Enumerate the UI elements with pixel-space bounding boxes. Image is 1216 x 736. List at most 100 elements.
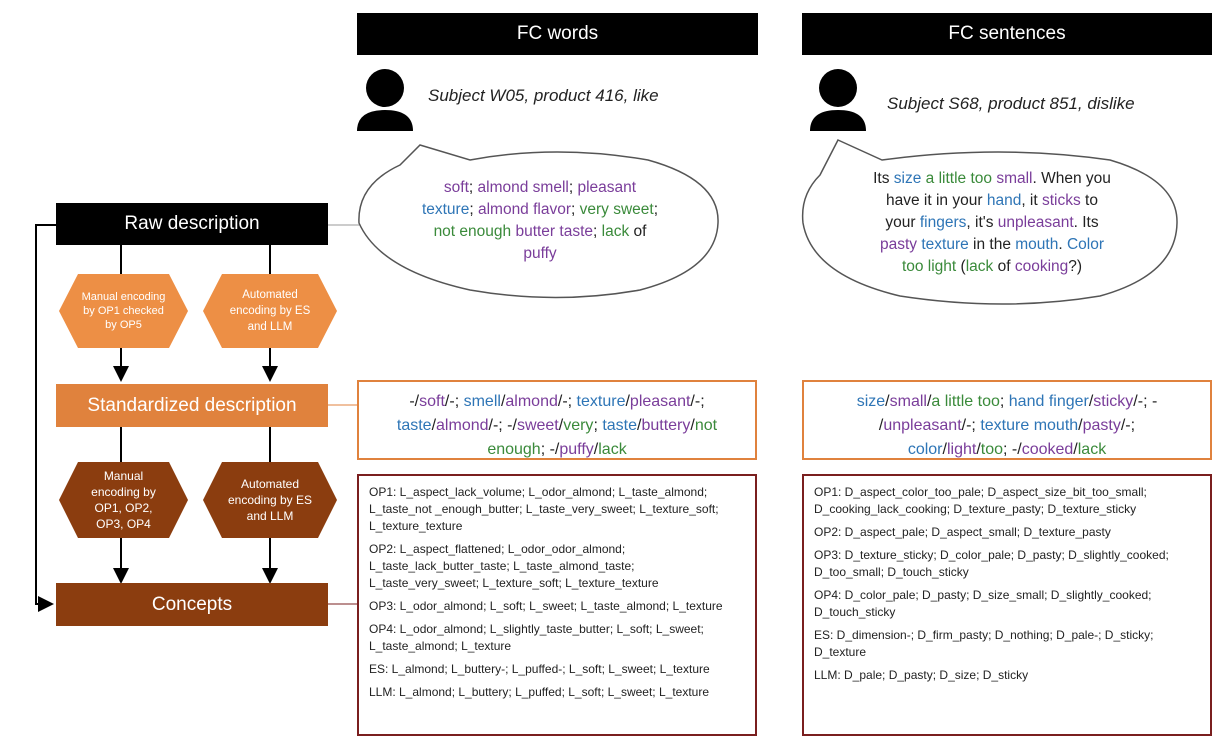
text-segment: cooking: [1014, 258, 1069, 275]
text-line: -/soft/-; smell/almond/-; texture/pleasa…: [369, 390, 745, 414]
text-segment: lack: [601, 223, 630, 240]
text-segment: /-; -: [1133, 393, 1158, 410]
concept-entry: OP3: L_odor_almond; L_soft; L_sweet; L_t…: [369, 599, 723, 613]
hex-auto-1: [203, 274, 337, 348]
text-segment: soft: [443, 179, 469, 196]
concept-entry: OP4: L_odor_almond; L_slightly_taste_but…: [369, 622, 704, 653]
text-line: soft; almond smell; pleasant: [375, 177, 705, 199]
text-segment: pleasant: [629, 393, 691, 410]
concept-entry: LLM: D_pale; D_pasty; D_size; D_sticky: [814, 668, 1029, 682]
text-segment: pasty: [1082, 417, 1121, 434]
text-segment: taste: [396, 417, 432, 434]
person-icon: [810, 69, 866, 131]
text-segment: puffy: [523, 245, 557, 262]
raw-to-concepts-line: [35, 224, 56, 612]
std-box-words: -/soft/-; smell/almond/-; texture/pleasa…: [357, 380, 757, 460]
text-segment: . When you: [1032, 170, 1111, 187]
text-segment: ;: [653, 201, 659, 218]
text-segment: in the: [968, 236, 1016, 253]
text-segment: (: [956, 258, 966, 275]
text-segment: /: [1078, 417, 1083, 434]
standardized-description-box: Standardized description: [56, 384, 328, 427]
text-line: too light (lack of cooking?): [822, 256, 1162, 278]
text-segment: /: [885, 393, 890, 410]
text-segment: mouth: [1015, 236, 1059, 253]
text-segment: /-;: [961, 417, 981, 434]
concept-entry: OP4: D_color_pale; D_pasty; D_size_small…: [814, 588, 1152, 619]
text-segment: not enough: [433, 223, 512, 240]
text-segment: /: [637, 417, 642, 434]
text-line: Its size a little too small. When you: [822, 168, 1162, 190]
text-segment: texture: [921, 236, 969, 253]
text-segment: almond flavor: [477, 201, 572, 218]
text-segment: ;: [571, 201, 580, 218]
text-segment: /: [690, 417, 695, 434]
text-segment: unpleasant: [883, 417, 962, 434]
text-segment: a little too: [925, 170, 993, 187]
text-segment: soft: [419, 393, 445, 410]
text-segment: , it: [1021, 192, 1042, 209]
text-segment: /: [625, 393, 630, 410]
text-segment: puffy: [559, 441, 594, 458]
concept-entry: ES: D_dimension-; D_firm_pasty; D_nothin…: [814, 628, 1154, 659]
hex-manual-2-label: Manual encoding by OP1, OP2, OP3, OP4: [91, 469, 156, 531]
text-segment: /: [500, 393, 506, 410]
concept-entry: ES: L_almond; L_buttery-; L_puffed-; L_s…: [369, 662, 710, 676]
text-segment: . Its: [1073, 214, 1099, 231]
speech-bubble-sentences: [801, 139, 1178, 305]
text-segment: ;: [468, 179, 478, 196]
text-segment: /: [878, 417, 884, 434]
concepts-box-sentences: OP1: D_aspect_color_too_pale; D_aspect_s…: [802, 474, 1212, 736]
concepts-box: Concepts: [56, 583, 328, 626]
text-segment: texture mouth: [980, 417, 1079, 434]
header-fc-words: FC words: [357, 13, 758, 55]
text-segment: ;: [593, 417, 603, 434]
text-segment: almond: [505, 393, 558, 410]
text-segment: pleasant: [577, 179, 637, 196]
bubble-words-text: soft; almond smell; pleasant texture; alm…: [375, 177, 705, 265]
concept-entry: OP1: D_aspect_color_too_pale; D_aspect_s…: [814, 485, 1147, 516]
concept-entry: OP2: D_aspect_pale; D_aspect_small; D_te…: [814, 525, 1111, 539]
text-line: not enough butter taste; lack of: [375, 221, 705, 243]
text-segment: ?): [1068, 258, 1083, 275]
text-segment: buttery: [641, 417, 691, 434]
text-line: your fingers, it's unpleasant. Its: [822, 212, 1162, 234]
text-line: taste/almond/-; -/sweet/very; taste/butt…: [369, 414, 745, 438]
text-segment: small: [889, 393, 927, 410]
standardized-description-label: Standardized description: [87, 394, 297, 416]
concept-entry: LLM: L_almond; L_buttery; L_puffed; L_so…: [369, 685, 710, 699]
text-line: /unpleasant/-; texture mouth/pasty/-;: [814, 414, 1200, 438]
text-line: have it in your hand, it sticks to: [822, 190, 1162, 212]
text-segment: /-;: [444, 393, 464, 410]
text-segment: texture: [421, 201, 470, 218]
text-segment: a little too: [931, 393, 1000, 410]
text-segment: cooked: [1021, 441, 1074, 458]
text-segment: very sweet: [579, 201, 654, 218]
text-segment: ;: [999, 393, 1009, 410]
hex-auto-2: [203, 462, 337, 538]
text-line: size/small/a little too; hand finger/sti…: [814, 390, 1200, 414]
text-segment: almond: [436, 417, 489, 434]
text-segment: /-;: [690, 393, 705, 410]
text-segment: hand finger: [1008, 393, 1089, 410]
text-segment: pasty: [879, 236, 918, 253]
subject-words: Subject W05, product 416, like: [428, 86, 659, 105]
text-segment: have it in your: [886, 192, 987, 209]
text-segment: sticks: [1041, 192, 1081, 209]
hex-manual-2: [59, 462, 188, 538]
text-segment: /: [431, 417, 437, 434]
text-segment: smell: [463, 393, 501, 410]
raw-description-label: Raw description: [124, 213, 260, 234]
text-segment: /: [593, 441, 599, 458]
hex-auto-2-label: Automated encoding by ES and LLM: [227, 477, 313, 523]
concept-entry: OP1: L_aspect_lack_volume; L_odor_almond…: [369, 485, 719, 533]
text-segment: .: [1058, 236, 1067, 253]
text-segment: lack: [598, 441, 627, 458]
text-segment: -/: [409, 393, 420, 410]
text-line: color/light/too; -/cooked/lack: [814, 438, 1200, 462]
text-segment: small: [996, 170, 1033, 187]
text-segment: /-;: [557, 393, 577, 410]
hex-auto-1-label: Automated encoding by ES and LLM: [229, 289, 311, 333]
text-segment: sweet: [516, 417, 559, 434]
